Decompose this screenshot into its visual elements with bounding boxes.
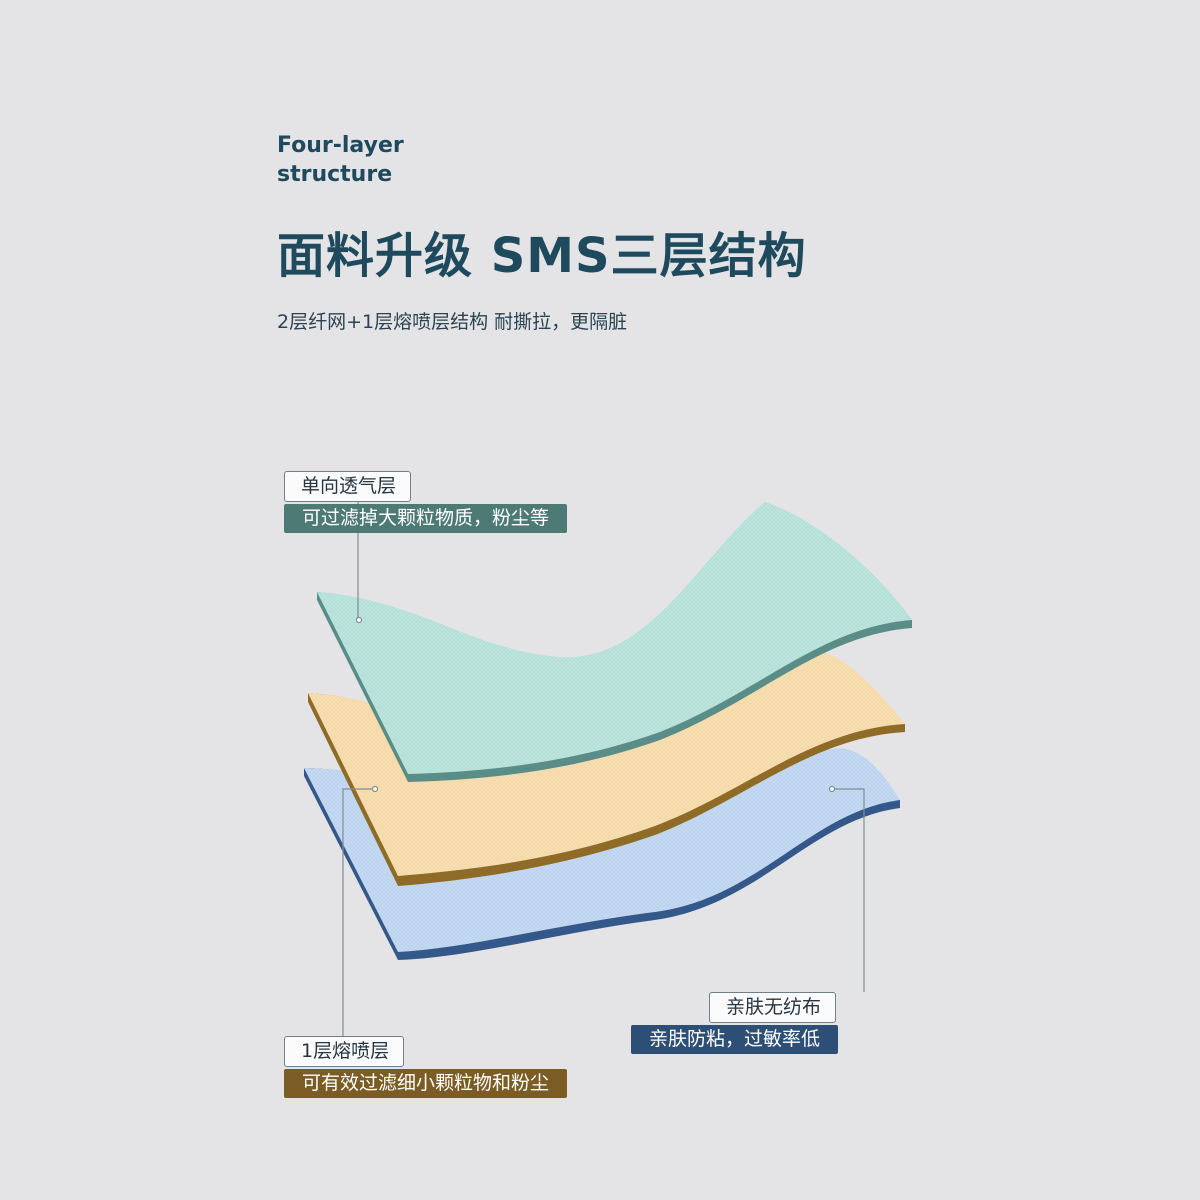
callout-top-layer: 单向透气层 可过滤掉大颗粒物质，粉尘等 xyxy=(284,471,568,533)
callout-bottom-title: 亲肤无纺布 xyxy=(709,992,837,1023)
eyebrow-line-1: Four-layer xyxy=(277,133,404,158)
layer-middle-sheet xyxy=(308,648,905,886)
callout-middle-title: 1层熔喷层 xyxy=(284,1036,405,1067)
leader-line-middle xyxy=(342,788,373,1036)
leader-line-bottom xyxy=(834,788,865,992)
page-subtitle: 2层纤网+1层熔喷层结构 耐撕拉，更隔脏 xyxy=(277,311,628,333)
eyebrow-heading: Four-layer structure xyxy=(277,131,404,189)
callout-top-title: 单向透气层 xyxy=(284,471,412,502)
leader-lines xyxy=(342,501,865,1036)
callout-middle-layer: 1层熔喷层 可有效过滤细小颗粒物和粉尘 xyxy=(284,1036,568,1098)
callout-middle-description: 可有效过滤细小颗粒物和粉尘 xyxy=(284,1069,568,1098)
callout-bottom-layer: 亲肤无纺布 亲肤防粘，过敏率低 xyxy=(631,992,839,1054)
page-title: 面料升级 SMS三层结构 xyxy=(277,228,807,284)
eyebrow-line-2: structure xyxy=(277,162,393,187)
callout-bottom-description: 亲肤防粘，过敏率低 xyxy=(631,1025,839,1054)
callout-top-description: 可过滤掉大颗粒物质，粉尘等 xyxy=(284,504,568,533)
layer-top-sheet xyxy=(317,502,912,782)
